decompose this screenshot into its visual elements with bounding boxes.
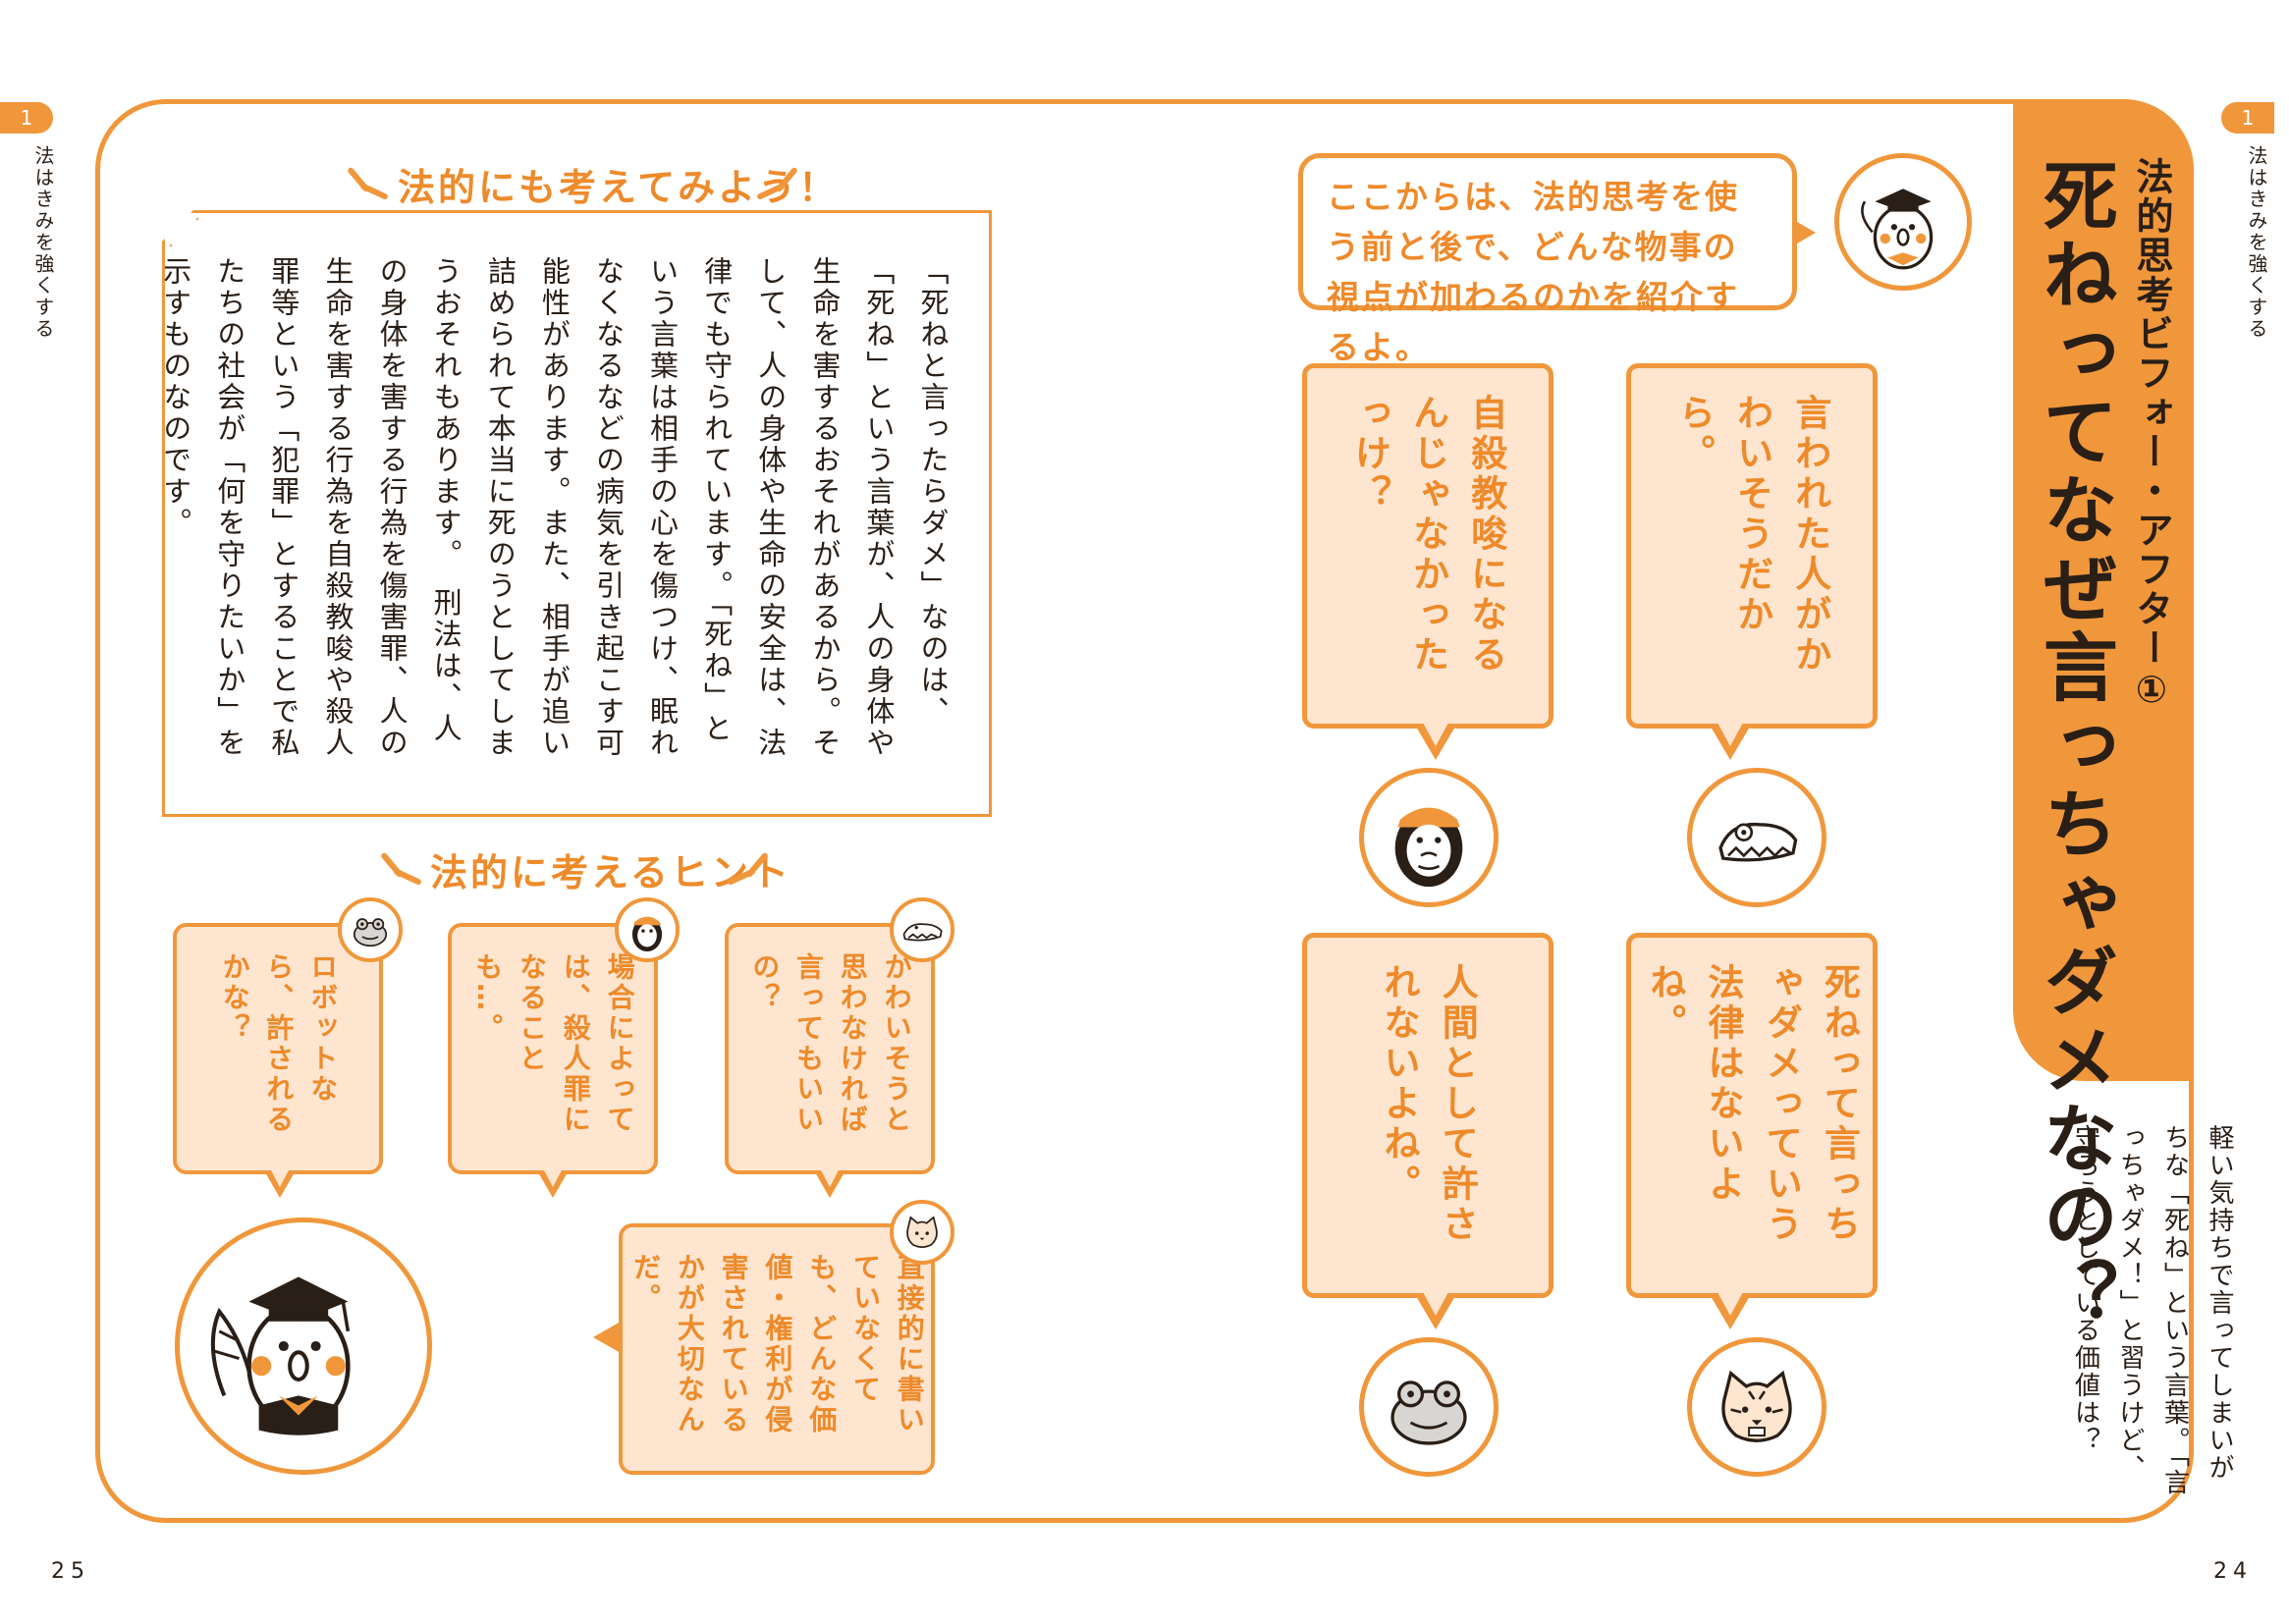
- frog-icon: [1359, 1337, 1499, 1477]
- before-card-4: 人間として許されないよね。: [1302, 933, 1553, 1298]
- chapter-number-tab-left: 1: [0, 102, 53, 134]
- frog-icon: [338, 897, 403, 962]
- professor-bird-icon: [1834, 153, 1972, 291]
- before-card-2-text: 自殺教唆になるんじゃなかったっけ？: [1348, 394, 1507, 676]
- legal-explanation-box: 「死ねと言ったらダメ」なのは、「死ね」という言葉が、人の身体や生命を害するおそれ…: [159, 210, 992, 817]
- hint-card-3: かわいそうと思わなければ言ってもいいの？: [725, 923, 935, 1174]
- before-card-4-tail: [1416, 1292, 1455, 1329]
- tiger-icon: [890, 1200, 954, 1265]
- chapter-title-left: 法はきみを強くする: [31, 145, 55, 340]
- professor-bird-icon: [175, 1218, 432, 1475]
- hint-card-3-tail: [815, 1168, 845, 1198]
- before-card-2-tail: [1416, 723, 1455, 760]
- before-card-3-tail: [1711, 1292, 1750, 1329]
- before-card-1: 言われた人がかわいそうだから。: [1626, 363, 1878, 729]
- lead-speech-bubble: ここからは、法的思考を使う前と後で、どんな物事の視点が加わるのかを紹介するよ。: [1298, 153, 1816, 366]
- hint-card-4: 直接的に書いていなくても、どんな価値・権利が侵害されているかが大切なんだ。: [619, 1223, 935, 1475]
- chapter-title-right: 法はきみを強くする: [2245, 145, 2268, 340]
- before-card-3-text: 死ねって言っちゃダメっていう法律はないよね。: [1643, 963, 1861, 1245]
- legal-explanation-text: 「死ねと言ったらダメ」なのは、「死ね」という言葉が、人の身体や生命を害するおそれ…: [158, 256, 950, 759]
- subtitle: 法的思考ビフォー・アフター①: [2130, 157, 2173, 713]
- hint-card-1-text: ロボットなら、許されるかな？: [218, 952, 340, 1135]
- gorilla-icon: [615, 897, 680, 962]
- hint-section-heading: 法的に考えるヒント: [430, 851, 791, 894]
- page-title: 死ねってなぜ言っちゃダメなの？: [2030, 157, 2118, 1335]
- hint-card-4-tail: [593, 1322, 621, 1353]
- page-number-left: 25: [51, 1559, 90, 1584]
- before-card-1-text: 言われた人がかわいそうだから。: [1672, 394, 1831, 676]
- title-band: [2013, 99, 2194, 1081]
- hint-card-1-tail: [265, 1168, 295, 1198]
- gorilla-icon: [1359, 768, 1499, 907]
- before-card-2: 自殺教唆になるんじゃなかったっけ？: [1302, 363, 1553, 729]
- chapter-number-tab-right: 1: [2221, 102, 2274, 134]
- crocodile-icon: [1687, 768, 1826, 907]
- hint-card-4-text: 直接的に書いていなくても、どんな価値・権利が侵害されているかが大切なんだ。: [629, 1253, 926, 1435]
- tiger-icon: [1687, 1337, 1826, 1477]
- hint-card-2: 場合によっては、殺人罪になることも…。: [448, 923, 658, 1174]
- before-card-4-text: 人間として許されないよね。: [1378, 963, 1479, 1245]
- hint-card-2-text: 場合によっては、殺人罪になることも…。: [471, 952, 636, 1135]
- crocodile-icon: [890, 897, 954, 962]
- hint-card-3-text: かわいそうと思わなければ言ってもいいの？: [748, 952, 913, 1135]
- hint-card-1: ロボットなら、許されるかな？: [173, 923, 383, 1174]
- before-card-1-tail: [1711, 723, 1750, 760]
- legal-section-heading: 法的にも考えてみよう！: [398, 166, 840, 209]
- intro-text: 軽い気持ちで言ってしまいがちな「死ね」という言葉。「言っちゃダメ！」と習うけど、…: [2070, 1124, 2235, 1496]
- lead-text: ここからは、法的思考を使う前と後で、どんな物事の視点が加わるのかを紹介するよ。: [1327, 178, 1739, 367]
- page-number-right: 24: [2213, 1559, 2253, 1584]
- before-card-3: 死ねって言っちゃダメっていう法律はないよね。: [1626, 933, 1878, 1298]
- hint-card-2-tail: [538, 1168, 568, 1198]
